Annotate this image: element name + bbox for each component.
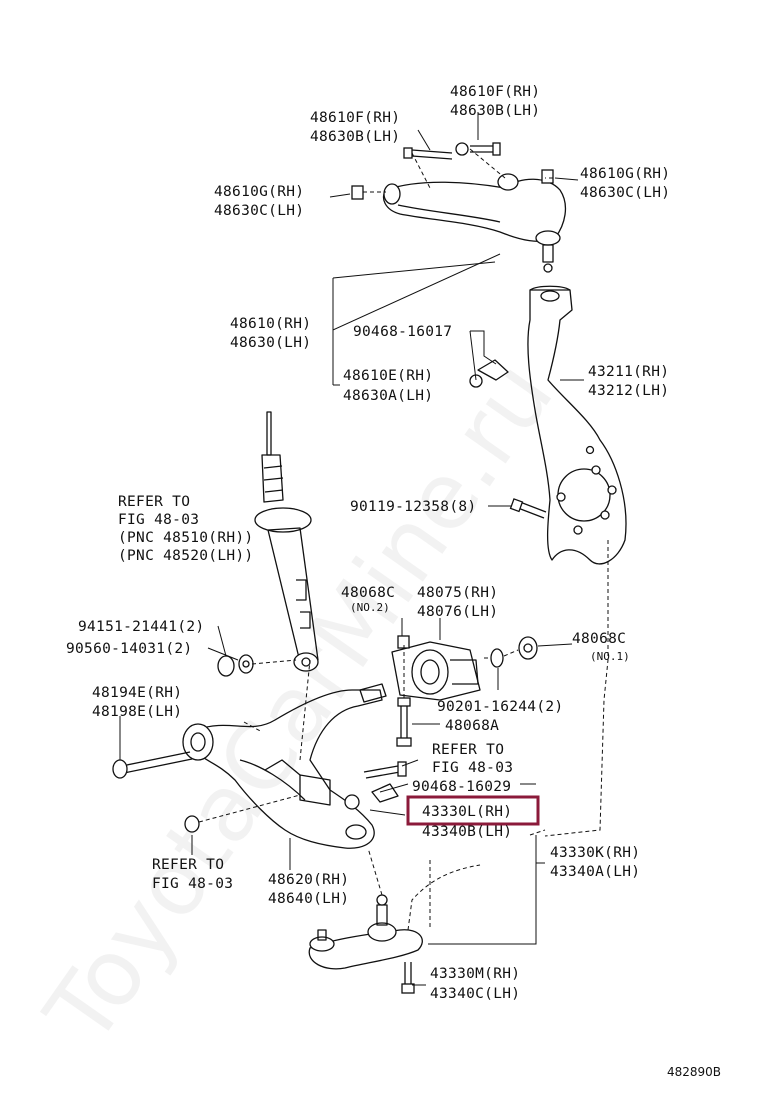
bolt-43330m [401, 962, 415, 994]
label-48610g-rh-right: 48610G(RH) [580, 166, 670, 182]
label-90119-12358: 90119-12358(8) [350, 499, 476, 515]
bolt-48194e [112, 751, 193, 779]
label-pnc-48510: (PNC 48510(RH)) [118, 530, 253, 546]
bolt-lower-refer [363, 761, 407, 779]
label-no2: (NO.2) [350, 601, 390, 614]
label-48194e-rh: 48194E(RH) [92, 685, 182, 701]
label-48630a-lh: 48630A(LH) [343, 388, 433, 404]
figure-id: 482890B [667, 1065, 721, 1079]
leader-lines [119, 112, 584, 986]
label-48610g-rh-left: 48610G(RH) [214, 184, 304, 200]
label-fig-48-03-mid: FIG 48-03 [432, 760, 513, 776]
washer-90560 [238, 654, 254, 674]
label-48630c-lh-right: 48630C(LH) [580, 185, 670, 201]
label-43211-rh: 43211(RH) [588, 364, 669, 380]
label-48610-rh: 48610(RH) [230, 316, 311, 332]
label-43330k-rh: 43330K(RH) [550, 845, 640, 861]
label-43340a-lh: 43340A(LH) [550, 864, 640, 880]
bracket-48610e [469, 359, 509, 388]
nut-48068c-no1 [518, 636, 538, 660]
ball-joint [308, 894, 423, 970]
nut-90468-16029 [344, 783, 399, 810]
label-refer-to-shock: REFER TO [118, 494, 190, 510]
label-48620-rh: 48620(RH) [268, 872, 349, 888]
label-refer-to-lower: REFER TO [152, 857, 224, 873]
label-48198e-lh: 48198E(LH) [92, 704, 182, 720]
steering-knuckle [527, 285, 627, 565]
label-43330m-rh: 43330M(RH) [430, 966, 520, 982]
label-94151-21441: 94151-21441(2) [78, 619, 204, 635]
label-90201-16244: 90201-16244(2) [437, 699, 563, 715]
label-48630-lh: 48630(LH) [230, 335, 311, 351]
nut-94151 [217, 655, 235, 677]
bushing-48075 [391, 641, 481, 701]
label-90468-16029: 90468-16029 [412, 779, 511, 795]
highlight-box [406, 795, 540, 826]
label-fig-48-03-shock: FIG 48-03 [118, 512, 199, 528]
label-90560-14031: 90560-14031(2) [66, 641, 192, 657]
label-48068a: 48068A [445, 718, 499, 734]
washer-90201 [490, 648, 504, 668]
label-refer-to-mid: REFER TO [432, 742, 504, 758]
label-48640-lh: 48640(LH) [268, 891, 349, 907]
label-48068c-no1: 48068C [572, 631, 626, 647]
nut-lower-left [184, 815, 200, 833]
label-43212-lh: 43212(LH) [588, 383, 669, 399]
bolt-48068a [396, 697, 412, 747]
label-no1: (NO.1) [590, 650, 630, 663]
label-48610e-rh: 48610E(RH) [343, 368, 433, 384]
label-48076-lh: 48076(LH) [417, 604, 498, 620]
label-48630b-lh-top: 48630B(LH) [450, 103, 540, 119]
part-labels: 48610F(RH) 48630B(LH) 48610F(RH) 48630B(… [66, 84, 721, 1079]
shock-absorber [254, 411, 319, 672]
label-48610f-rh-left: 48610F(RH) [310, 110, 400, 126]
nut-48610g-right [541, 169, 554, 184]
lower-control-arm [182, 683, 387, 849]
label-48075-rh: 48075(RH) [417, 585, 498, 601]
upper-arm-bolt-left [403, 147, 453, 160]
label-43330l-rh: 43330L(RH) [422, 804, 512, 820]
upper-control-arm [382, 173, 567, 273]
label-43340c-lh: 43340C(LH) [430, 986, 520, 1002]
knuckle-bolt [509, 498, 547, 519]
label-48630c-lh-left: 48630C(LH) [214, 203, 304, 219]
label-pnc-48520: (PNC 48520(LH)) [118, 548, 253, 564]
label-fig-48-03-lower: FIG 48-03 [152, 876, 233, 892]
label-48068c-no2: 48068C [341, 585, 395, 601]
upper-arm-bolt-right [455, 142, 501, 156]
label-90468-16017: 90468-16017 [353, 324, 452, 340]
label-43340b-lh: 43340B(LH) [422, 824, 512, 840]
nut-48610g-left [351, 185, 364, 200]
label-48610f-rh-top: 48610F(RH) [450, 84, 540, 100]
label-48630b-lh-left: 48630B(LH) [310, 129, 400, 145]
